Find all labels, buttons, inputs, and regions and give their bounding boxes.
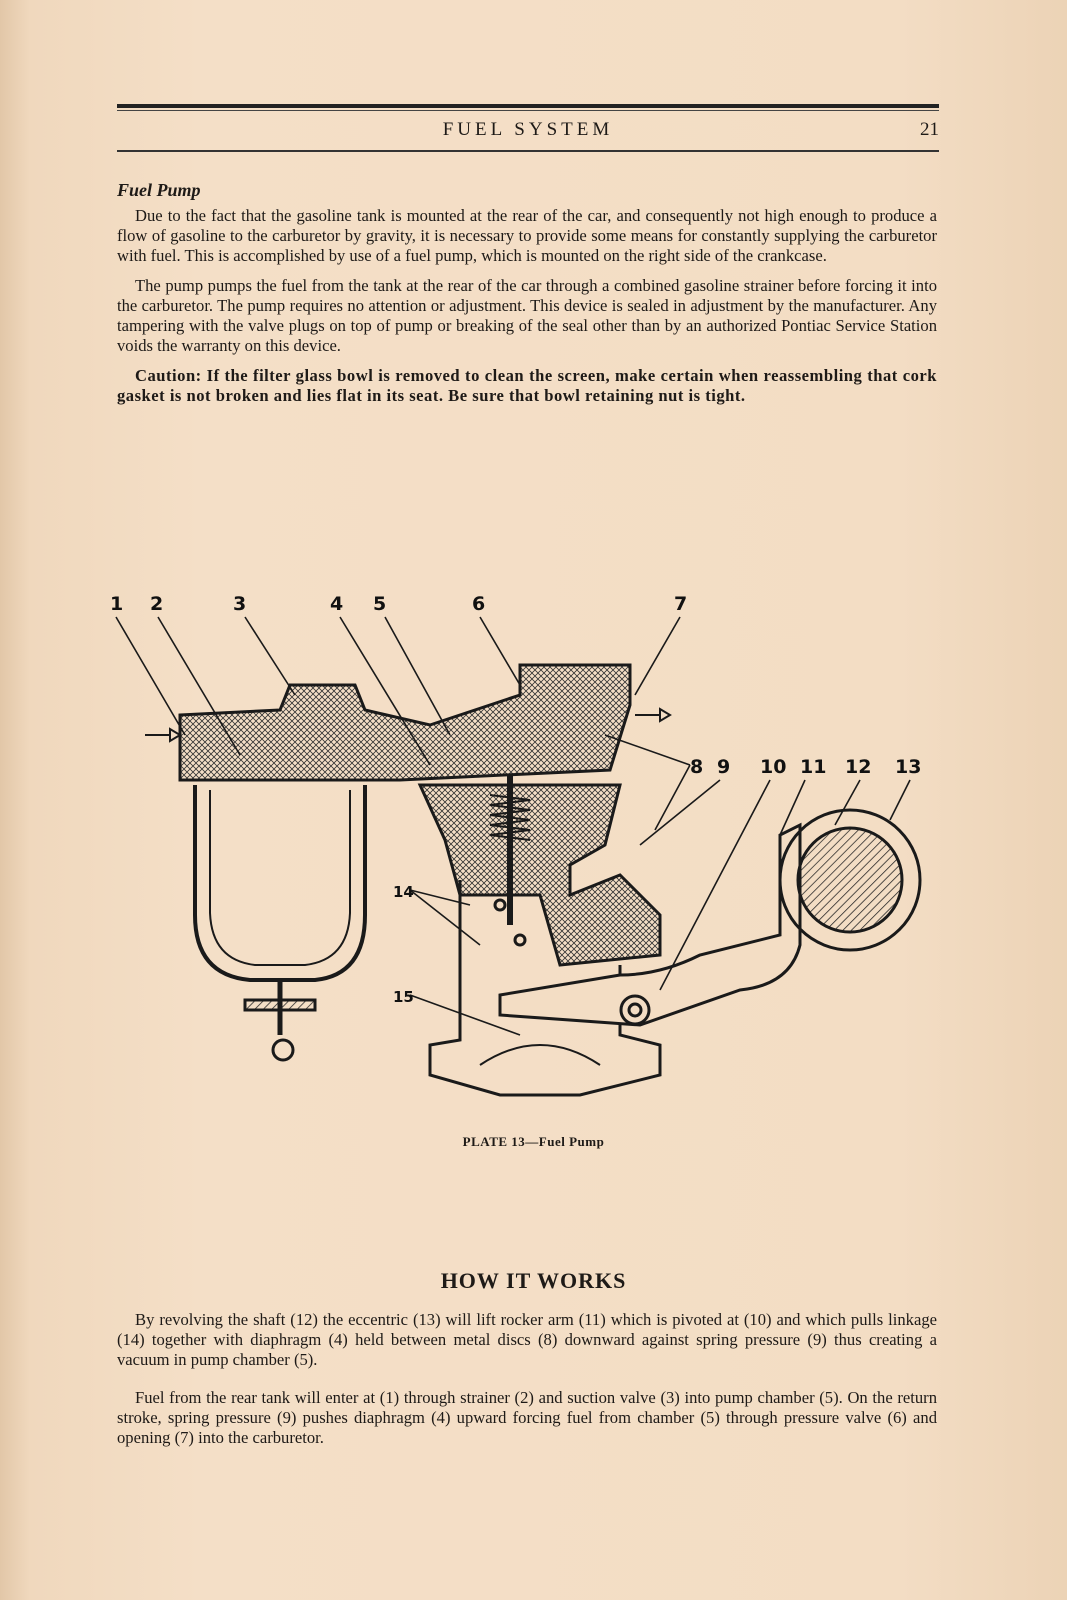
header-rule-thin xyxy=(117,110,939,111)
fuel-pump-diagram: 1 2 3 4 5 6 7 8 9 10 11 12 13 14 15 xyxy=(110,595,922,1097)
paragraph: Due to the fact that the gasoline tank i… xyxy=(117,206,937,265)
paragraph: Fuel from the rear tank will enter at (1… xyxy=(117,1388,937,1447)
callout-3: 3 xyxy=(233,595,246,615)
how-it-works-section: By revolving the shaft (12) the eccentri… xyxy=(117,1310,937,1466)
callout-12: 12 xyxy=(845,756,871,778)
callout-7: 7 xyxy=(674,595,687,615)
paragraph: By revolving the shaft (12) the eccentri… xyxy=(117,1310,937,1369)
header-rule xyxy=(117,104,939,108)
pump-body xyxy=(145,663,922,1097)
caution-note: Caution: If the filter glass bowl is rem… xyxy=(117,366,937,405)
callout-4: 4 xyxy=(330,595,343,615)
callout-14: 14 xyxy=(393,883,414,901)
header-rule-bottom xyxy=(117,150,939,152)
callout-11: 11 xyxy=(800,756,826,778)
figure-caption: PLATE 13—Fuel Pump xyxy=(462,1134,605,1149)
callout-10: 10 xyxy=(760,756,786,778)
paragraph: The pump pumps the fuel from the tank at… xyxy=(117,276,937,355)
running-title: FUEL SYSTEM xyxy=(442,119,614,140)
callout-8: 8 xyxy=(690,756,703,778)
callout-15: 15 xyxy=(393,988,414,1006)
callout-13: 13 xyxy=(895,756,921,778)
page-number: 21 xyxy=(920,119,939,140)
section-title: Fuel Pump xyxy=(117,180,201,200)
callout-1: 1 xyxy=(110,595,123,615)
callout-2: 2 xyxy=(150,595,163,615)
fuel-pump-section: Fuel Pump Due to the fact that the gasol… xyxy=(117,180,937,416)
callout-9: 9 xyxy=(717,756,730,778)
callout-5: 5 xyxy=(373,595,386,615)
callout-6: 6 xyxy=(472,595,485,615)
callout-labels: 1 2 3 4 5 6 7 8 9 10 11 12 13 14 15 xyxy=(110,595,921,1006)
how-it-works-heading: HOW IT WORKS xyxy=(440,1268,627,1293)
leader-lines xyxy=(115,616,911,1036)
